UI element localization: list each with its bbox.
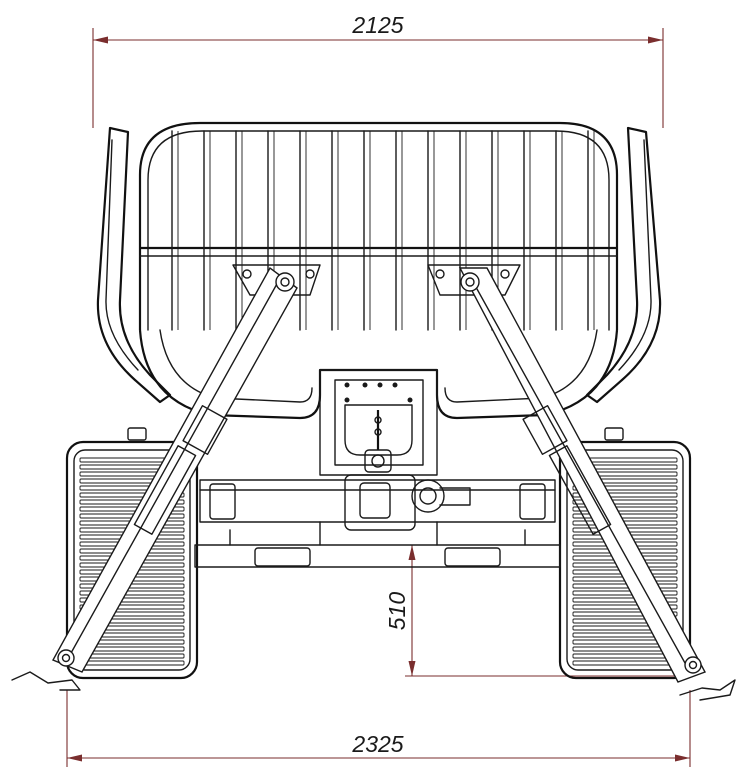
dimension-top-width: 2125 <box>92 12 664 128</box>
track-tread <box>572 597 678 603</box>
axle-assembly <box>194 474 561 568</box>
track-tread <box>79 660 185 666</box>
right-handle <box>585 126 662 404</box>
track-tread <box>79 506 185 512</box>
track-tread <box>572 499 678 505</box>
track-tread <box>572 611 678 617</box>
left-support-leg <box>11 266 298 691</box>
track-tread <box>572 604 678 610</box>
track-tread <box>572 590 678 596</box>
track-tread <box>572 506 678 512</box>
track-tread <box>572 492 678 498</box>
track-tread <box>79 499 185 505</box>
track-tread <box>572 583 678 589</box>
dimension-label-top: 2125 <box>351 12 403 38</box>
track-tread <box>572 513 678 519</box>
right-support-leg <box>458 267 736 701</box>
dimension-label-clearance: 510 <box>384 592 410 631</box>
lamp-details <box>127 427 624 441</box>
track-tread <box>79 492 185 498</box>
track-tread <box>572 660 678 666</box>
track-tread <box>79 653 185 659</box>
left-handle <box>96 126 172 404</box>
track-tread <box>79 590 185 596</box>
track-tread <box>79 604 185 610</box>
track-tread <box>79 597 185 603</box>
dimension-label-bottom: 2325 <box>351 731 403 757</box>
track-tread <box>572 653 678 659</box>
track-tread <box>572 485 678 491</box>
dimension-bottom-width: 2325 <box>66 690 691 767</box>
left-bracket <box>232 264 321 296</box>
right-bracket <box>427 264 521 296</box>
hitch-plate <box>319 369 438 476</box>
